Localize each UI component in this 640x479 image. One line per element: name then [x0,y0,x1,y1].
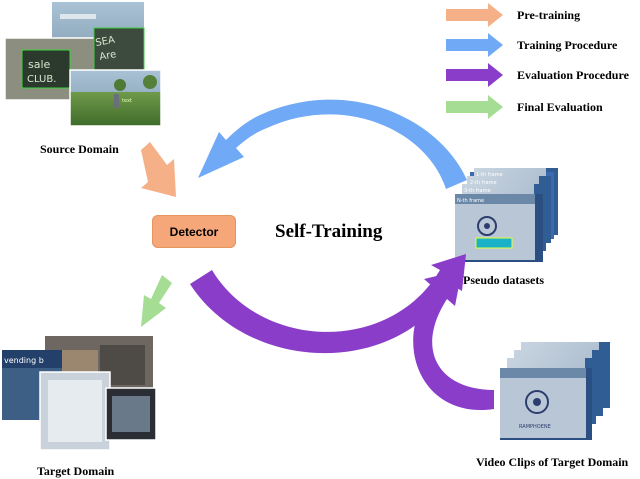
svg-text:Are: Are [99,49,118,63]
source-image-sea: SEA Are [93,27,145,73]
final-evaluation-flow-arrow [141,275,172,327]
svg-text:SEA: SEA [95,35,116,49]
legend-evaluation-arrow [446,63,503,87]
svg-text:2-th frame: 2-th frame [470,180,497,186]
target-domain-label: Target Domain [37,464,115,478]
legend-pretraining-arrow [446,3,503,27]
evaluation-flow-arrow-top [190,254,466,354]
target-sign-text: vending b [4,356,44,365]
legend-final-label: Final Evaluation [517,100,603,114]
legend-training-arrow [446,33,503,57]
svg-text:3-th frame: 3-th frame [464,188,491,194]
pseudo-dataset-stack: N-th frame 3-th frame 2-th frame 1-th fr… [455,168,558,262]
evaluation-flow-arrow-bottom [413,270,494,411]
target-domain-images: vending b [2,336,157,451]
self-training-label: Self-Training [275,221,383,242]
legend-training-label: Training Procedure [517,38,618,52]
video-clip-stack: RAMPHOENE [500,342,610,440]
legend-final-arrow [446,95,503,119]
training-flow-arrow [198,99,467,189]
svg-text:text: text [122,98,132,104]
svg-text:CLUB.: CLUB. [27,74,56,85]
source-domain-images: 2X4 ALT sale CLUB. SEA Are text [4,2,162,127]
source-domain-label: Source Domain [40,142,119,156]
legend-evaluation-label: Evaluation Procedure [517,68,629,82]
legend-pretraining-label: Pre-training [517,8,581,22]
svg-text:RAMPHOENE: RAMPHOENE [519,424,551,430]
svg-text:1-th frame: 1-th frame [476,172,503,178]
source-sign-1-text: sale [28,58,51,71]
pseudo-frame-label-1: N-th frame [457,198,484,204]
detector-node: Detector [152,215,236,248]
pretraining-flow-arrow [141,142,176,197]
video-clips-label: Video Clips of Target Domain [476,455,629,469]
source-image-field: text [69,69,162,127]
detector-label: Detector [169,224,219,239]
pseudo-datasets-label: Pseudo datasets [463,273,545,287]
